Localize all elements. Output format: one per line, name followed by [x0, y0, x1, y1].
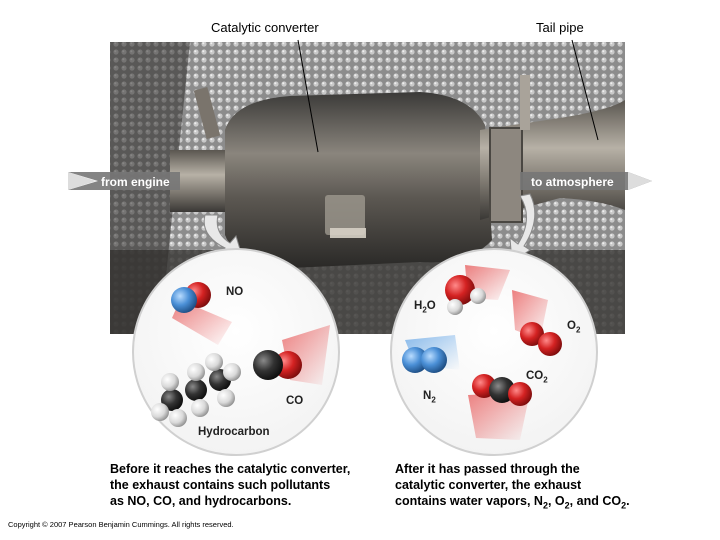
h2o-label: H2O: [414, 300, 436, 315]
from-engine-arrow: [68, 172, 180, 190]
o2-label: O2: [567, 320, 581, 335]
h2o-oxygen-atom: [445, 275, 475, 305]
n2-atom-b: [421, 347, 447, 373]
catalytic-converter-label: Catalytic converter: [211, 20, 319, 35]
no-label: NO: [226, 286, 244, 298]
tail-pipe-label: Tail pipe: [536, 20, 584, 35]
n2-label: N2: [423, 390, 436, 405]
down-arrow-left: [203, 214, 243, 257]
after-caption: After it has passed through the catalyti…: [395, 462, 630, 511]
co2-oxygen-b: [508, 382, 532, 406]
co-carbon-atom: [253, 350, 283, 380]
to-atmosphere-arrow: [520, 172, 652, 190]
to-atmosphere-label: to atmosphere: [531, 175, 614, 189]
co-label: CO: [286, 395, 304, 407]
catalytic-converter-body: [225, 92, 492, 268]
o2-atom-b: [538, 332, 562, 356]
before-caption: Before it reaches the catalytic converte…: [110, 462, 351, 508]
hydrocarbon-molecule: [151, 353, 241, 427]
co2-label: CO2: [526, 370, 548, 385]
o2-atom-a: [520, 322, 544, 346]
copyright-notice: Copyright © 2007 Pearson Benjamin Cummin…: [8, 520, 234, 529]
no-nitrogen-atom: [171, 287, 197, 313]
from-engine-label: from engine: [101, 175, 170, 189]
hydrocarbon-label: Hydrocarbon: [198, 426, 270, 438]
n2-atom-a: [402, 347, 428, 373]
